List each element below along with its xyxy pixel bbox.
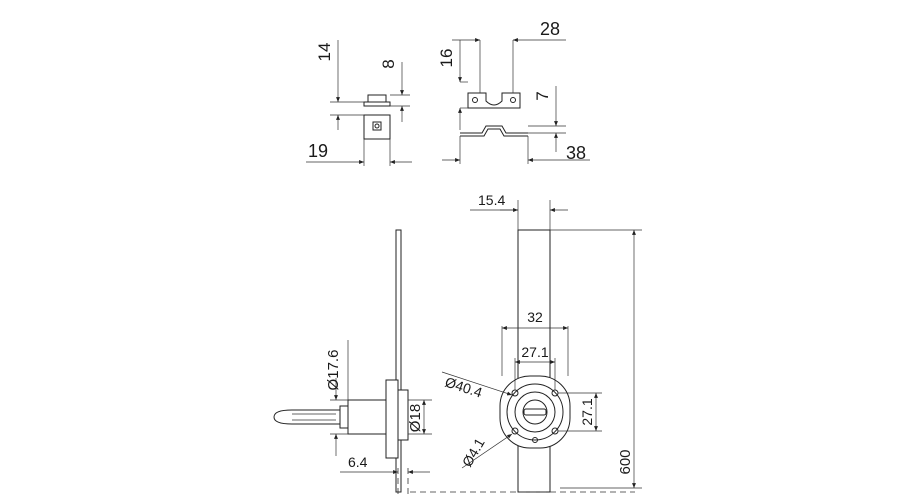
lock-front-view: 15.4 600 32 27.1 27.1 Ø40.4 Ø4.1 [410, 192, 642, 493]
dim-600-label: 600 [617, 449, 634, 474]
lock-side-view: Ø17.6 Ø18 6.4 [273, 229, 432, 495]
dim-32-label: 32 [527, 309, 543, 325]
dim-38-label: 38 [566, 143, 586, 163]
dim-14-label: 14 [315, 43, 334, 62]
latch-hole [372, 121, 382, 131]
keeper-small-view: 16 28 7 38 [437, 19, 590, 164]
lock-rod-side [395, 229, 402, 493]
latch-flange [363, 101, 391, 107]
key-slot [523, 408, 547, 416]
lock-housing-side [385, 379, 399, 459]
dim-dia17-6-label: Ø17.6 [325, 350, 342, 391]
latch-block [363, 114, 391, 140]
dim-6-4-label: 6.4 [348, 454, 368, 470]
dim-dia18-label: Ø18 [407, 404, 424, 432]
lock-rod-front [517, 229, 551, 493]
dim-15-4-label: 15.4 [478, 192, 505, 208]
key-side [273, 409, 341, 425]
dim-dia4-1-label: Ø4.1 [459, 435, 488, 469]
latch-top-tab [367, 94, 387, 103]
keeper-plate [467, 92, 521, 109]
dim-8-label: 8 [379, 59, 398, 68]
dim-27-1-h-label: 27.1 [521, 344, 548, 360]
dim-19-label: 19 [308, 141, 328, 161]
lock-cylinder-face [522, 399, 548, 425]
dim-27-1-v-label: 27.1 [579, 398, 595, 425]
lock-cylinder-side [347, 399, 387, 435]
latch-small-view: 14 8 19 [306, 40, 412, 166]
dim-7-label: 7 [533, 91, 552, 100]
dim-dia40-4-label: Ø40.4 [443, 374, 484, 401]
keeper-profile [460, 125, 528, 134]
dim-28-label: 28 [540, 19, 560, 39]
dim-16-label: 16 [437, 49, 456, 68]
